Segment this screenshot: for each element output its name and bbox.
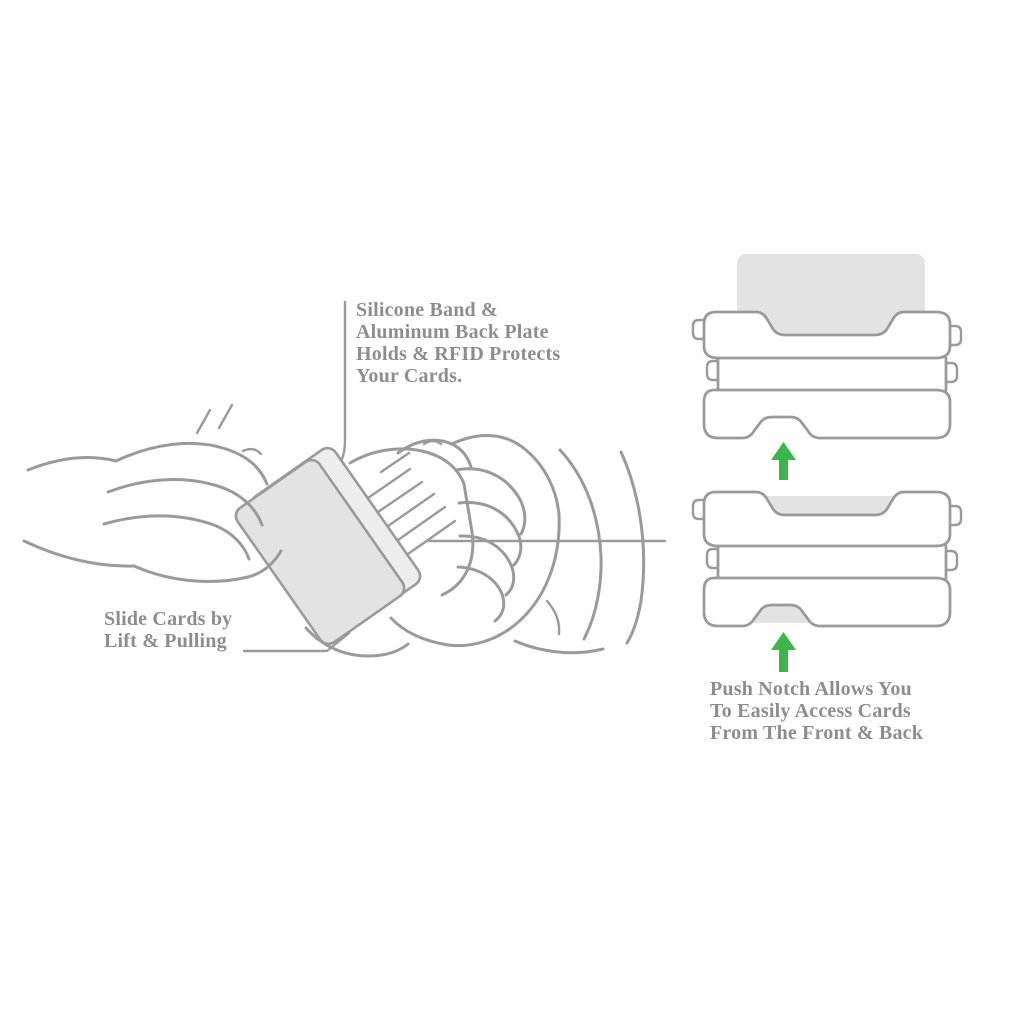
back-plate-bottom	[702, 576, 952, 628]
annotation-line: To Easily Access Cards	[710, 700, 911, 722]
motion-ticks	[195, 403, 234, 435]
slide-note-pointer-line	[242, 631, 351, 653]
annotation-line: Holds & RFID Protects	[356, 343, 561, 365]
annotation-band: Silicone Band & Aluminum Back Plate Hold…	[356, 299, 560, 387]
left-hand	[22, 403, 283, 583]
thumbnail	[422, 439, 443, 446]
back-plate-top	[702, 388, 952, 440]
annotation-slide: Slide Cards by Lift & Pulling	[104, 608, 232, 652]
annotation-line: Aluminum Back Plate	[356, 321, 549, 343]
pulled-cards	[234, 446, 422, 646]
silicone-band-hatching	[366, 451, 457, 556]
front-plate-bottom	[702, 490, 952, 548]
front-plate-top	[702, 310, 952, 360]
annotation-line: Push Notch Allows You	[710, 678, 912, 700]
push-up-arrow-bottom-icon	[771, 632, 796, 672]
annotation-line: Slide Cards by	[104, 608, 233, 630]
right-hand	[389, 434, 646, 655]
wallet-top-diagram	[691, 254, 963, 480]
annotation-line: From The Front & Back	[710, 722, 924, 744]
wallet-bottom-diagram	[691, 490, 963, 672]
card-sticking-out	[737, 254, 925, 338]
annotation-notch: Push Notch Allows You To Easily Access C…	[710, 678, 923, 744]
side-clips-bottom	[691, 498, 963, 572]
annotation-line: Your Cards.	[356, 365, 463, 387]
hands-wallet-illustration	[22, 403, 646, 658]
annotation-line: Silicone Band &	[356, 299, 498, 321]
side-clips-top	[691, 318, 963, 384]
fingernail	[241, 447, 263, 456]
push-up-arrow-top-icon	[771, 442, 796, 480]
front-card	[234, 458, 406, 646]
annotation-line: Lift & Pulling	[104, 630, 227, 652]
